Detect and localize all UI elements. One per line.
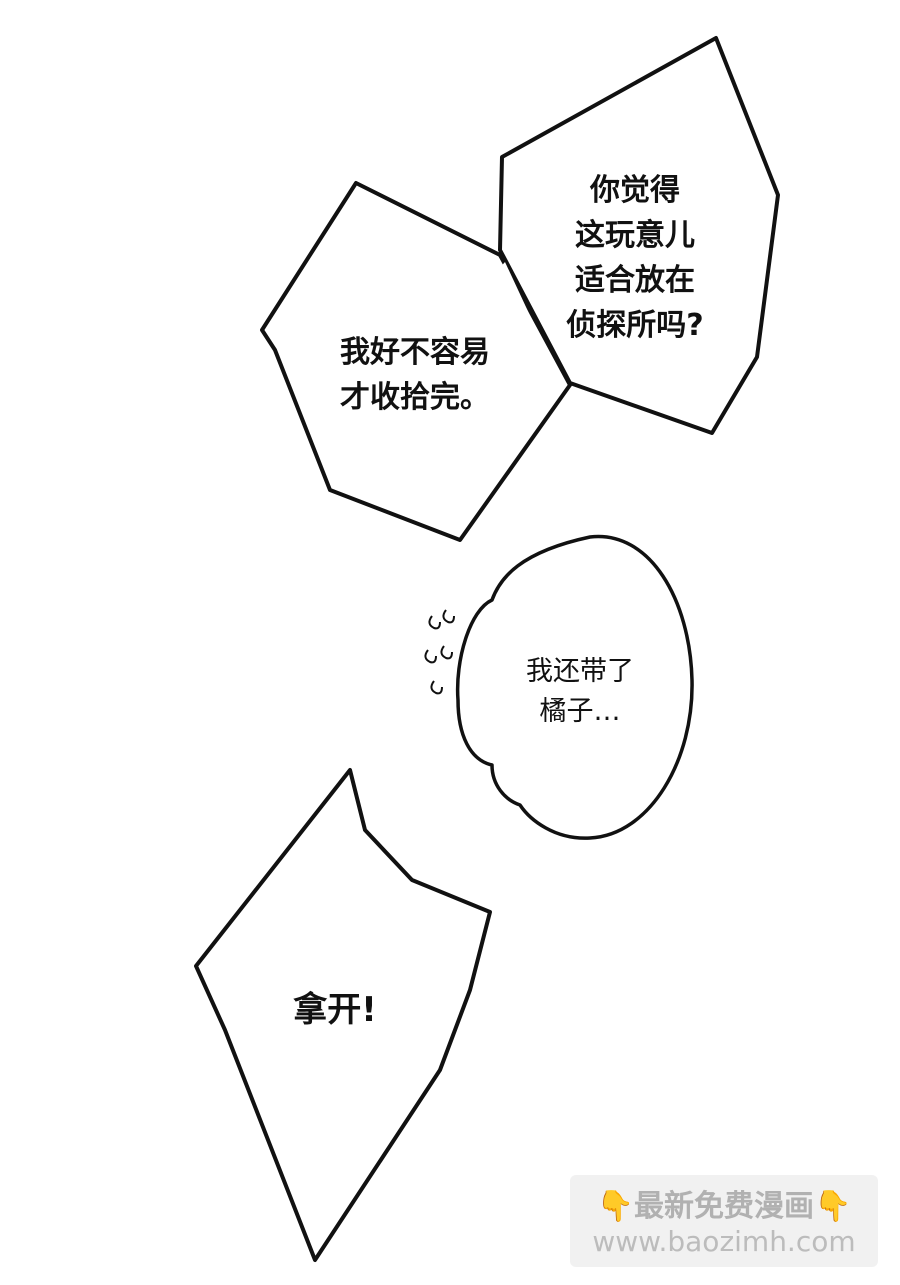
watermark-title: 👇最新免费漫画👇 (570, 1181, 878, 1225)
watermark-url: www.baozimh.com (592, 1225, 856, 1258)
thought-text-middle: 我还带了 橘子… (526, 656, 634, 727)
pointing-down-hand-icon: 👇 (596, 1189, 634, 1224)
speech-text-top-right: 你觉得 这玩意儿 适合放在 侦探所吗? (566, 173, 704, 343)
speech-bubble-top-right (498, 36, 780, 435)
site-watermark: 👇最新免费漫画👇 www.baozimh.com (570, 1175, 878, 1267)
watermark-title-text: 最新免费漫画 (634, 1189, 814, 1224)
thought-bubble-middle (455, 534, 694, 840)
bubble-join-mask (470, 262, 560, 420)
sweat-drop-marks (424, 609, 455, 695)
shout-text-bottom: 拿开! (293, 990, 377, 1030)
pointing-down-hand-icon: 👇 (814, 1189, 852, 1224)
speech-bubble-top-left (260, 181, 572, 542)
speech-text-top-left: 我好不容易 才收拾完。 (340, 335, 490, 415)
shout-bubble-bottom (194, 768, 492, 1262)
